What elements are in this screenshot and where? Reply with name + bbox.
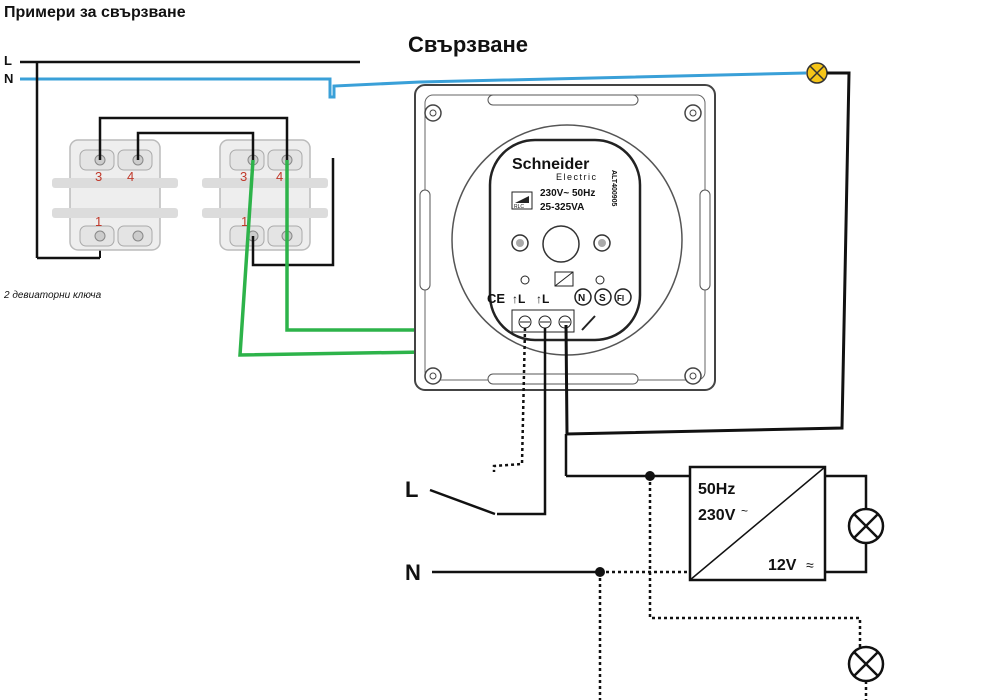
wire-N-blue [20, 71, 807, 99]
label-L-top: L [4, 53, 12, 68]
lamp-bottom [847, 645, 885, 683]
dimmer-ce-badge: CE [487, 291, 505, 306]
wire-sw2-1-bottom [251, 158, 335, 267]
sw1-terminal-3: 3 [95, 169, 102, 184]
sw2-terminal-4: 4 [276, 169, 283, 184]
sw2-terminal-1: 1 [241, 214, 248, 229]
dimmer-terminal-label-2: ↑L [536, 292, 549, 306]
wire-lamp-return [564, 71, 851, 436]
dimmer-rlc: RLC [514, 204, 524, 210]
sw2-terminal-3: 3 [240, 169, 247, 184]
wire-switch-L-arm [429, 488, 496, 516]
label-L-bottom: L [405, 477, 418, 502]
sw1-terminal-1: 1 [95, 214, 102, 229]
transformer-output: 12V [768, 557, 797, 574]
dimmer-brand-sub: Electric [556, 172, 598, 182]
dimmer-model: ALT400905 [610, 170, 617, 207]
wire-12v-lamp [825, 474, 868, 508]
transformer: 50Hz 230V ~ 12V ≈ [688, 465, 827, 582]
dimmer-badge-n: N [578, 293, 585, 304]
dimmer-badge-s: S [599, 293, 606, 304]
label-N-bottom: N [405, 560, 421, 585]
switch-2: 3 4 1 [202, 139, 328, 251]
sw1-terminal-4: 4 [127, 169, 134, 184]
label-N-top: N [4, 71, 13, 86]
transformer-freq: 50Hz [698, 481, 735, 498]
transformer-input: 230V [698, 507, 736, 524]
dimmer-terminal-label-1: ↑L [512, 292, 525, 306]
wire-sw1-3-to-sw2-4 [98, 116, 289, 160]
page-title: Примери за свързване [4, 4, 186, 21]
transformer-output-symbol: ≈ [806, 557, 814, 573]
wire-sw1-4-to-sw2-3 [136, 131, 255, 160]
wire-dimmer-L [497, 328, 547, 516]
switch-caption: 2 девиаторни ключа [3, 290, 102, 301]
dimmer-brand: Schneider [512, 156, 589, 173]
dimmer-power: 25-325VA [540, 202, 584, 213]
lamp-12v [847, 507, 885, 545]
dimmer-unit: Schneider Electric 230V~ 50Hz 25-325VA A… [414, 84, 716, 391]
diagram-title: Свързване [408, 32, 528, 57]
wire-dotted-branch [648, 476, 862, 650]
dimmer-voltage: 230V~ 50Hz [540, 188, 595, 199]
switch-1: 3 4 1 [52, 139, 178, 251]
lamp-top [806, 62, 828, 84]
wire-dotted-L [492, 327, 527, 472]
transformer-input-symbol: ~ [741, 504, 748, 518]
wire-12v-lamp-return [825, 544, 868, 574]
dimmer-badge-fi: FI [617, 294, 624, 303]
